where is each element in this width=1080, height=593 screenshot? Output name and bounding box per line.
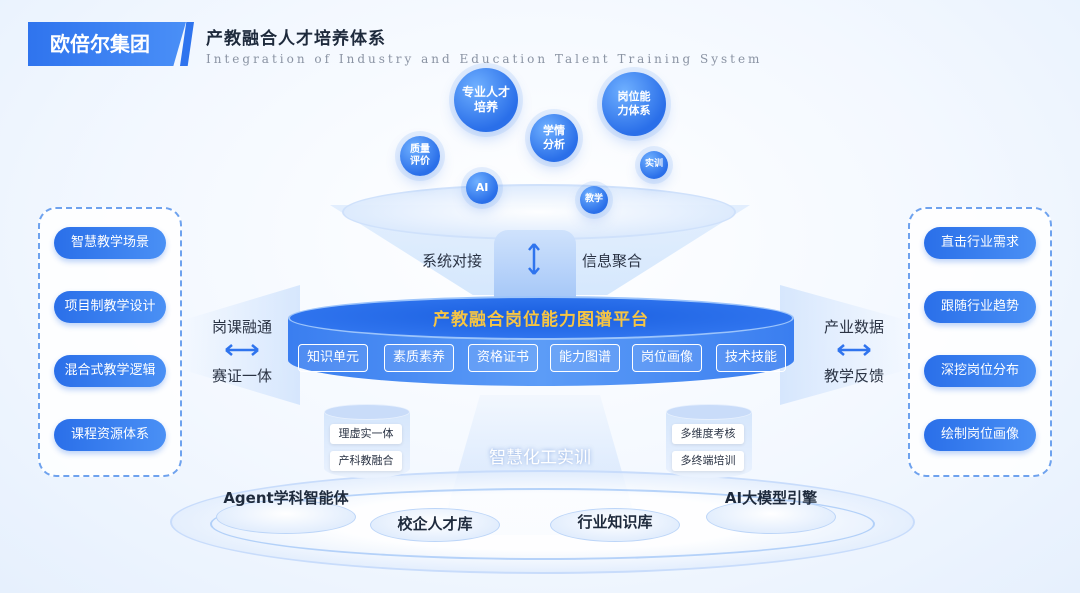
- base-label-agent: Agent学科智能体: [223, 489, 349, 507]
- right-mini-tag-2: 多终端培训: [672, 451, 744, 471]
- info-aggregation-label: 信息聚合: [582, 252, 643, 270]
- left-mini-tag-1: 理虚实一体: [330, 424, 402, 444]
- base-label-ai-engine: AI大模型引擎: [724, 489, 818, 507]
- left-pill-4: 课程资源体系: [54, 419, 166, 451]
- bubble-quality-eval-label: 质量评价: [410, 143, 430, 168]
- disk-talent-pool: [370, 508, 500, 542]
- platform-tag-tech-skills: 技术技能: [716, 344, 787, 372]
- right-pill-1: 直击行业需求: [924, 227, 1036, 259]
- left-flow-bottom-label: 赛证一体: [212, 367, 273, 385]
- bubble-learning-analysis: 学情分析: [530, 114, 578, 162]
- bubble-talent-training: 专业人才培养: [454, 68, 518, 132]
- right-flow-bottom-label: 教学反馈: [824, 367, 885, 385]
- left-flow-top-label: 岗课融通: [212, 318, 273, 336]
- bubble-job-ability-label: 岗位能力体系: [617, 90, 651, 117]
- left-pill-3: 混合式教学逻辑: [54, 355, 166, 387]
- disk-knowledge-base: [550, 508, 680, 542]
- platform-title: 产教融合岗位能力图谱平台: [433, 310, 649, 330]
- left-panel: 智慧教学场景 项目制教学设计 混合式教学逻辑 课程资源体系: [38, 207, 182, 477]
- right-mini-tag-1: 多维度考核: [672, 424, 744, 444]
- platform-tag-quality: 素质素养: [384, 344, 455, 372]
- left-pill-2: 项目制教学设计: [54, 291, 166, 323]
- platform-cylinder-top: [288, 296, 794, 340]
- smart-chemical-training-label: 智慧化工实训: [489, 448, 591, 468]
- right-panel: 直击行业需求 跟随行业趋势 深挖岗位分布 绘制岗位画像: [908, 207, 1052, 477]
- platform-tag-certificate: 资格证书: [468, 344, 539, 372]
- bubble-training: 实训: [640, 151, 668, 179]
- right-mini-cylinder-top: [666, 404, 752, 420]
- right-pill-4: 绘制岗位画像: [924, 419, 1036, 451]
- left-mini-cylinder-top: [324, 404, 410, 420]
- platform-tag-ability-map: 能力图谱: [550, 344, 621, 372]
- bubble-teaching-label: 教学: [584, 194, 603, 205]
- bubble-learning-analysis-label: 学情分析: [543, 124, 565, 151]
- base-ring: [210, 488, 875, 560]
- left-mini-cylinder: 理虚实一体 产科教融合: [324, 404, 410, 478]
- page-subtitle: Integration of Industry and Education Ta…: [206, 52, 763, 66]
- disk-ai-engine: [706, 500, 836, 534]
- base-label-talent-pool: 校企人才库: [397, 515, 473, 533]
- right-double-arrow-icon: [837, 344, 871, 356]
- platform-tag-job-portrait: 岗位画像: [632, 344, 703, 372]
- platform-tag-knowledge-unit: 知识单元: [298, 344, 369, 372]
- base-label-knowledge-base: 行业知识库: [577, 513, 653, 531]
- bubble-quality-eval: 质量评价: [400, 136, 440, 176]
- bubble-job-ability: 岗位能力体系: [602, 72, 666, 136]
- right-mini-cylinder: 多维度考核 多终端培训: [666, 404, 752, 478]
- right-pill-3: 深挖岗位分布: [924, 355, 1036, 387]
- right-pill-2: 跟随行业趋势: [924, 291, 1036, 323]
- bubble-training-label: 实训: [644, 159, 663, 170]
- vertical-double-arrow-icon: [528, 243, 540, 275]
- bubble-ai: AI: [466, 172, 498, 204]
- system-docking-label: 系统对接: [422, 252, 483, 270]
- left-pill-1: 智慧教学场景: [54, 227, 166, 259]
- bubble-ai-label: AI: [475, 181, 489, 195]
- left-mini-tag-2: 产科教融合: [330, 451, 402, 471]
- right-flow-top-label: 产业数据: [824, 318, 885, 336]
- disk-agent: [216, 500, 356, 534]
- bubble-teaching: 教学: [580, 186, 608, 214]
- page-title: 产教融合人才培养体系: [206, 29, 386, 49]
- bubble-talent-training-label: 专业人才培养: [462, 85, 511, 114]
- brand-logo: 欧倍尔集团: [28, 22, 186, 66]
- left-double-arrow-icon: [225, 344, 259, 356]
